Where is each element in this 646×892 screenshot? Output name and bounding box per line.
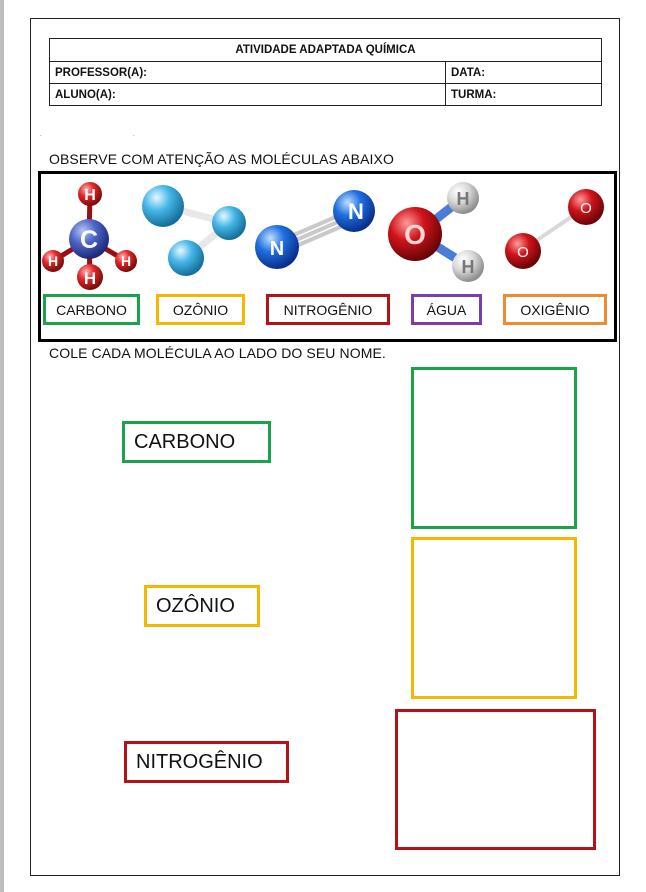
hydrogen-atom-letter: H [84,269,96,288]
stray-dot: . [40,132,42,138]
oxygen-atom-letter: O [517,244,529,261]
class-field[interactable]: TURMA: [445,83,602,106]
methane-molecule-image: C H H H H [42,182,137,290]
hydrogen-atom-letter: H [84,187,96,204]
label-carbono: CARBONO [43,294,140,325]
professor-field[interactable]: PROFESSOR(A): [49,61,446,84]
ozone-molecule-image [142,185,246,276]
page-border [30,18,620,876]
label-agua: ÁGUA [411,294,482,325]
molecules-panel [38,171,617,342]
activity-title: ATIVIDADE ADAPTADA QUÍMICA [49,38,602,62]
paste-box-nitrogenio[interactable] [395,709,596,850]
header-table: ATIVIDADE ADAPTADA QUÍMICA PROFESSOR(A):… [49,38,602,106]
match-name-carbono: CARBONO [122,421,271,463]
label-nitrogenio: NITROGÊNIO [266,294,390,325]
paste-box-ozonio[interactable] [411,537,577,699]
label-ozonio: OZÔNIO [156,294,245,325]
oxygen-molecule-image: O O [505,189,604,269]
hydrogen-atom-letter: H [121,253,131,269]
hydrogen-atom-letter: H [48,253,58,269]
carbon-atom-letter: C [80,226,98,254]
label-oxigenio: OXIGÊNIO [503,294,607,325]
paste-box-carbono[interactable] [411,367,577,529]
left-edge-strip [0,0,4,892]
paste-instruction: COLE CADA MOLÉCULA AO LADO DO SEU NOME. [49,345,386,361]
nitrogen-atom-letter: N [270,238,284,260]
oxygen-atom-letter: O [404,219,426,250]
water-molecule-image: O H H [388,182,484,282]
hydrogen-atom-letter: H [462,257,475,277]
match-name-nitrogenio: NITROGÊNIO [124,741,289,783]
nitrogen-atom-letter: N [348,199,364,224]
observe-instruction: OBSERVE COM ATENÇÃO AS MOLÉCULAS ABAIXO [49,151,394,167]
oxygen-atom-letter: O [580,200,592,217]
date-field[interactable]: DATA: [445,61,602,84]
student-field[interactable]: ALUNO(A): [49,83,446,106]
hydrogen-atom-letter: H [457,189,470,209]
match-name-ozonio: OZÔNIO [144,585,260,627]
stray-dot: . [133,132,135,138]
nitrogen-molecule-image: N N [255,190,375,269]
